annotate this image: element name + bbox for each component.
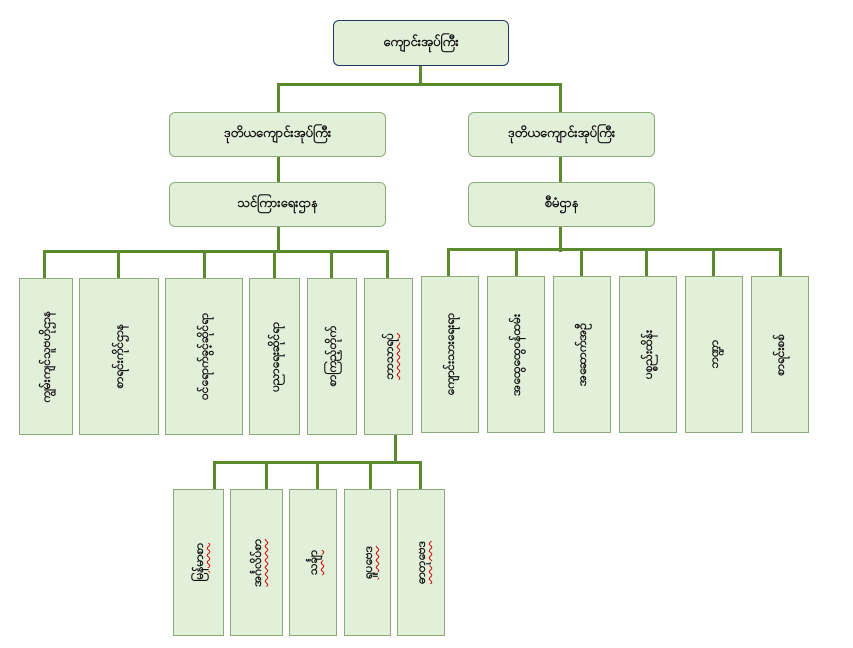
node-label: ကျောင်းအုပ်ကြီး bbox=[383, 34, 459, 50]
connector bbox=[213, 461, 216, 491]
node-teaching-child: စာရင်းကိုင်ဌာန bbox=[79, 278, 159, 435]
node-label: ပစ္စည်းထိန်း bbox=[641, 329, 655, 380]
node-label: မြန်မာစာ bbox=[191, 543, 206, 582]
node-vice-principal-left: ဒုတိယကျောင်းအုပ်ကြီး bbox=[169, 112, 386, 157]
connector bbox=[419, 64, 422, 84]
connector bbox=[447, 248, 450, 278]
node-label: စီမံဌာန bbox=[544, 196, 579, 211]
node-teaching-child: စာကြည့်တိုက် bbox=[307, 278, 357, 435]
connector bbox=[369, 461, 372, 491]
node-label: ဘာသာရပ် bbox=[381, 333, 396, 380]
node-teaching-child: ပညာရေးဆိုင်ရာ bbox=[249, 278, 300, 435]
node-label: သင်္ချာ bbox=[306, 549, 320, 576]
connector bbox=[559, 83, 562, 113]
connector bbox=[277, 83, 280, 113]
connector bbox=[330, 250, 333, 280]
node-label: ဒုတိယကျောင်းအုပ်ကြီး bbox=[507, 126, 616, 141]
node-label: ဘဏ္ဍာ bbox=[707, 340, 721, 369]
connector bbox=[43, 250, 46, 280]
connector bbox=[203, 250, 206, 280]
node-admin-child: အထွေထွေဝန်ထမ်း bbox=[487, 276, 545, 433]
node-admin-child: ဘဏ္ဍာ bbox=[685, 276, 743, 433]
node-subject-dept: ဘာသာရပ် bbox=[364, 278, 413, 435]
node-label: စာရင်းစစ် bbox=[773, 333, 787, 376]
node-label: ကျွမ်းကျင်သူဗဟိုဌာန bbox=[39, 310, 53, 403]
node-label: အင်္ဂလိပ်စာ bbox=[249, 538, 264, 587]
node-admin-child: ကျောင်းသားရေးရာ bbox=[421, 276, 479, 433]
node-subject-child: ဓာတုဗေဒ bbox=[397, 489, 445, 636]
node-label: ကျောင်းသားရေးရာ bbox=[443, 313, 457, 396]
node-label: ဝင်ရောက်ခွင့်ဆိုင်ရာ bbox=[197, 313, 211, 400]
connector bbox=[419, 461, 422, 491]
connector bbox=[265, 461, 268, 491]
node-teaching-dept: သင်ကြားရေးဌာန bbox=[169, 182, 386, 227]
node-label: စာကြည့်တိုက် bbox=[325, 326, 339, 387]
node-subject-child: သင်္ချာ bbox=[289, 489, 337, 636]
node-principal: ကျောင်းအုပ်ကြီး bbox=[333, 20, 509, 66]
node-subject-child: မြန်မာစာ bbox=[173, 489, 224, 636]
connector bbox=[712, 248, 715, 278]
connector bbox=[277, 83, 561, 86]
connector bbox=[559, 156, 562, 183]
node-vice-principal-right: ဒုတိယကျောင်းအုပ်ကြီး bbox=[468, 112, 655, 157]
connector bbox=[779, 248, 782, 278]
node-label: အထွေထွေဝန်ထမ်း bbox=[509, 313, 523, 396]
node-label: ပညာရေးဆိုင်ရာ bbox=[267, 321, 282, 392]
node-teaching-child: ကျွမ်းကျင်သူဗဟိုဌာန bbox=[19, 278, 73, 435]
connector bbox=[43, 250, 389, 253]
node-admin-dept: စီမံဌာန bbox=[468, 182, 655, 227]
connector bbox=[580, 248, 583, 278]
connector bbox=[316, 461, 319, 491]
connector bbox=[645, 248, 648, 278]
connector bbox=[277, 225, 280, 252]
node-admin-child: အဆောက်အဦ bbox=[553, 276, 611, 433]
connector bbox=[515, 248, 518, 278]
connector bbox=[386, 250, 389, 280]
connector bbox=[273, 250, 276, 280]
node-teaching-child: ဝင်ရောက်ခွင့်ဆိုင်ရာ bbox=[165, 278, 243, 435]
node-admin-child: ပစ္စည်းထိန်း bbox=[619, 276, 677, 433]
connector bbox=[394, 433, 397, 463]
node-label: ဒုတိယကျောင်းအုပ်ကြီး bbox=[223, 126, 332, 141]
connector bbox=[277, 156, 280, 183]
node-label: ဓာတုဗေဒ bbox=[414, 541, 428, 584]
node-label: စာရင်းကိုင်ဌာန bbox=[112, 324, 126, 389]
node-label: သင်ကြားရေးဌာန bbox=[237, 196, 318, 211]
node-label: အဆောက်အဦ bbox=[575, 322, 589, 386]
node-label: ရူပဗေဒ bbox=[360, 545, 375, 580]
node-subject-child: ရူပဗေဒ bbox=[344, 489, 391, 636]
connector bbox=[447, 248, 782, 251]
connector bbox=[117, 250, 120, 280]
node-admin-child: စာရင်းစစ် bbox=[751, 276, 809, 433]
connector bbox=[559, 225, 562, 252]
node-subject-child: အင်္ဂလိပ်စာ bbox=[230, 489, 283, 636]
